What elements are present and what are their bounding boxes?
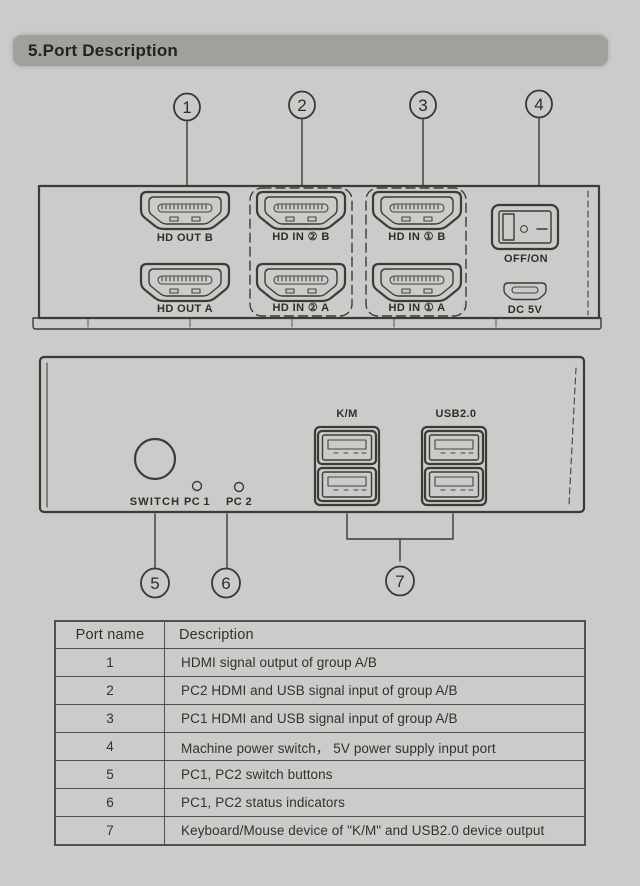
pc2-label: PC 2 bbox=[226, 496, 252, 508]
callout-7: 7 bbox=[346, 513, 454, 597]
callout-3: 3 bbox=[409, 90, 437, 186]
port-cell: 5 bbox=[54, 760, 165, 789]
km-label: K/M bbox=[336, 408, 357, 420]
hdmi-port-hd-in-2a bbox=[255, 262, 347, 303]
hdmi-port-hd-in-2b bbox=[255, 190, 347, 231]
power-switch-label: OFF/ON bbox=[504, 253, 548, 265]
callout-6: 6 bbox=[211, 513, 241, 599]
callout-3-number: 3 bbox=[418, 96, 427, 115]
dc-port-inner bbox=[511, 286, 539, 294]
km-usb-port-top bbox=[316, 429, 378, 466]
callout-5-number: 5 bbox=[150, 574, 159, 593]
front-panel-edge-dashed bbox=[568, 367, 577, 506]
port-cell: 2 bbox=[54, 676, 165, 705]
callout-1: 1 bbox=[173, 92, 201, 186]
callout-7-number: 7 bbox=[395, 572, 404, 591]
rear-panel-base-ticks bbox=[87, 318, 497, 328]
port-label-hd-out-b: HD OUT B bbox=[157, 232, 213, 244]
dc-port-label: DC 5V bbox=[508, 304, 543, 316]
callout-4: 4 bbox=[525, 89, 553, 186]
section-header: 5.Port Description bbox=[13, 35, 608, 66]
dc-power-port bbox=[503, 282, 547, 301]
usb20-port-block bbox=[420, 425, 488, 507]
dc-port-outline bbox=[503, 282, 547, 301]
table-row: 6 PC1, PC2 status indicators bbox=[54, 788, 586, 817]
port-label-hd-in-2a: HD IN ② A bbox=[272, 302, 329, 314]
description-cell: PC1, PC2 switch buttons bbox=[164, 760, 586, 789]
port-label-hd-in-2b: HD IN ② B bbox=[272, 231, 329, 243]
power-switch-inner bbox=[498, 210, 552, 244]
switch-button bbox=[133, 437, 177, 481]
port-label-hd-in-1a: HD IN ① A bbox=[388, 302, 445, 314]
usb20-label: USB2.0 bbox=[436, 408, 477, 420]
port-description-table: Port name Description 1 HDMI signal outp… bbox=[54, 620, 586, 846]
pc1-indicator-led bbox=[191, 480, 203, 492]
pc2-indicator-led bbox=[233, 481, 245, 493]
callout-4-number: 4 bbox=[534, 95, 543, 114]
power-switch bbox=[490, 203, 560, 251]
usb20-port-bottom bbox=[423, 466, 485, 503]
table-row: 7 Keyboard/Mouse device of "K/M" and USB… bbox=[54, 816, 586, 846]
table-row: 1 HDMI signal output of group A/B bbox=[54, 648, 586, 677]
port-cell: 6 bbox=[54, 788, 165, 817]
callout-5-circle bbox=[140, 567, 170, 599]
table-row: 5 PC1, PC2 switch buttons bbox=[54, 760, 586, 789]
input-group-1-box bbox=[365, 187, 467, 317]
power-switch-outline bbox=[490, 203, 560, 251]
front-panel-figure: SWITCH PC 1 PC 2 K/M USB2.0 bbox=[38, 355, 586, 514]
usb20-port-top bbox=[423, 429, 485, 466]
callout-6-circle bbox=[211, 567, 241, 599]
description-cell: PC1, PC2 status indicators bbox=[164, 788, 586, 817]
switch-label: SWITCH bbox=[130, 496, 181, 508]
callout-1-number: 1 bbox=[182, 98, 191, 117]
hdmi-port-hd-in-1b bbox=[371, 190, 463, 231]
km-usb-port-bottom bbox=[316, 466, 378, 503]
description-cell: Keyboard/Mouse device of "K/M" and USB2.… bbox=[164, 816, 586, 846]
port-cell: 4 bbox=[54, 732, 165, 761]
hdmi-port-hd-out-a bbox=[139, 262, 231, 303]
description-cell: PC2 HDMI and USB signal input of group A… bbox=[164, 676, 586, 705]
port-cell: 3 bbox=[54, 704, 165, 733]
callout-7-bracket bbox=[346, 513, 454, 562]
callout-2: 2 bbox=[288, 90, 316, 186]
hdmi-port-hd-out-b bbox=[139, 190, 231, 231]
section-title: 5.Port Description bbox=[28, 40, 179, 60]
port-cell: 7 bbox=[54, 816, 165, 846]
pc1-label: PC 1 bbox=[184, 496, 210, 508]
callout-2-number: 2 bbox=[297, 96, 306, 115]
front-panel-outline bbox=[38, 355, 586, 514]
hdmi-port-hd-in-1a bbox=[371, 262, 463, 303]
km-port-block bbox=[313, 425, 381, 507]
description-cell: Machine power switch， 5V power supply in… bbox=[164, 732, 586, 761]
callout-7-circle bbox=[385, 565, 415, 597]
input-group-2-box bbox=[249, 187, 353, 317]
table-row: 4 Machine power switch， 5V power supply … bbox=[54, 732, 586, 761]
port-label-hd-out-a: HD OUT A bbox=[157, 303, 213, 315]
power-switch-off-symbol bbox=[520, 225, 528, 233]
column-header-description: Description bbox=[164, 620, 586, 649]
table-row: 3 PC1 HDMI and USB signal input of group… bbox=[54, 704, 586, 733]
callout-5: 5 bbox=[140, 513, 170, 599]
rear-panel-figure: HD OUT B HD IN ② B HD IN ① B HD OUT A HD… bbox=[32, 184, 602, 330]
port-cell: 1 bbox=[54, 648, 165, 677]
description-cell: HDMI signal output of group A/B bbox=[164, 648, 586, 677]
table-row: 2 PC2 HDMI and USB signal input of group… bbox=[54, 676, 586, 705]
rear-panel-base bbox=[32, 317, 602, 330]
callout-6-number: 6 bbox=[221, 574, 230, 593]
description-cell: PC1 HDMI and USB signal input of group A… bbox=[164, 704, 586, 733]
column-header-port-name: Port name bbox=[54, 620, 165, 649]
table-header-row: Port name Description bbox=[54, 620, 586, 649]
port-label-hd-in-1b: HD IN ① B bbox=[388, 231, 445, 243]
power-switch-rocker bbox=[502, 213, 515, 241]
